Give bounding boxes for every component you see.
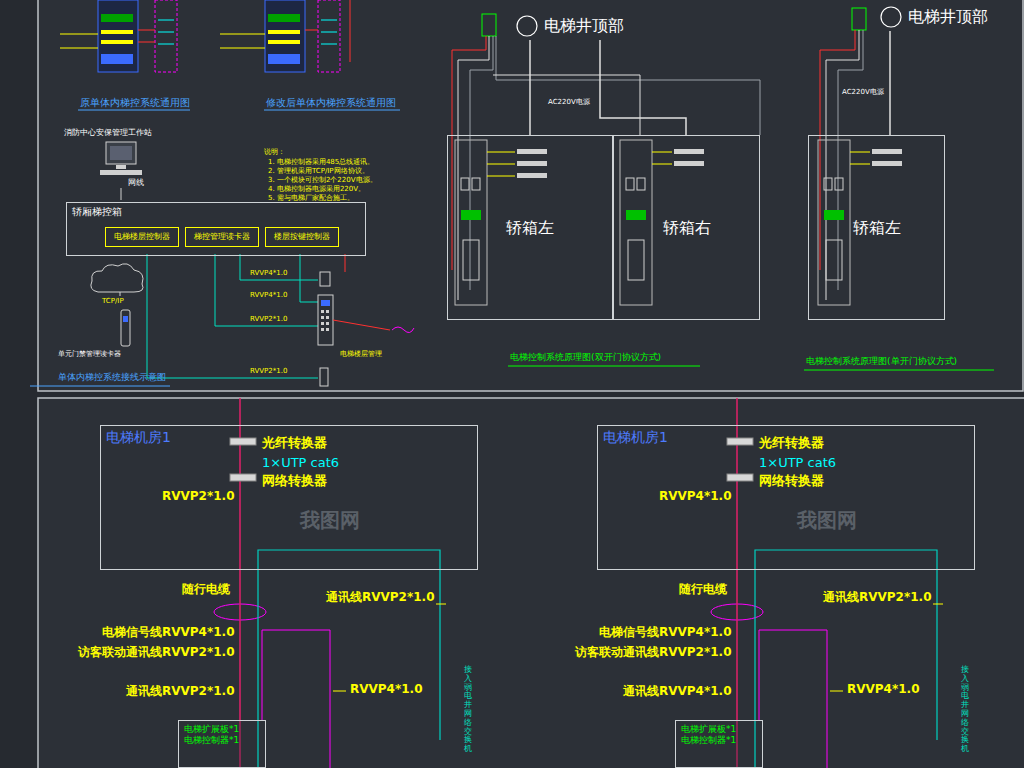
- wire-label: 1×UTP cat6: [262, 455, 339, 471]
- note-line: 4. 电梯控制器电源采用220V。: [268, 185, 365, 193]
- wire-label: 通讯线RVVP2*1.0: [126, 684, 235, 698]
- top-panel: [38, 0, 1023, 391]
- wire-label: 访客联动通讯线RVVP2*1.0: [78, 645, 235, 659]
- wire-label: RVVP4*1.0: [847, 682, 920, 696]
- cable-line: [529, 40, 531, 135]
- wire-label: 通讯线RVVP2*1.0: [326, 590, 435, 604]
- cable-label: 随行电缆: [677, 582, 729, 596]
- room-wiring: [214, 398, 943, 768]
- shaft-top-marker: 电梯井顶部: [512, 12, 642, 40]
- device-label: 网线: [128, 178, 144, 188]
- wire-label: AC220V电源: [548, 98, 590, 106]
- wire-label: 电梯楼层管理: [340, 350, 382, 358]
- wire-label: 单元门禁管理读卡器: [58, 350, 121, 358]
- circle-symbol: [880, 6, 902, 28]
- node-text: 电梯楼层控制器: [114, 232, 170, 242]
- node-text: 电梯扩展板*1: [184, 724, 260, 735]
- wire-label: 访客联动通讯线RVVP2*1.0: [575, 645, 732, 659]
- cable-line: [239, 570, 241, 720]
- module-box: 电梯楼层控制器: [105, 227, 179, 247]
- circle-symbol: [516, 15, 538, 37]
- wire-label: 网络转换器: [759, 473, 824, 489]
- wire-label: RVVP4*1.0: [250, 269, 287, 277]
- note-line: 2. 管理机采用TCP/IP网络协议。: [268, 167, 369, 175]
- controller-box: 电梯扩展板*1电梯控制器*1: [675, 720, 763, 768]
- node-text: 轿箱右: [663, 218, 711, 237]
- wire-label: 单体内梯控系统接线示意图: [58, 372, 166, 383]
- system-wiring: [30, 142, 414, 386]
- cabin-box: 轿箱左: [447, 135, 613, 320]
- wire-label: 电梯信号线RVVP4*1.0: [599, 625, 732, 639]
- wire-label: RVVP4*1.0: [350, 682, 423, 696]
- cable-line: [736, 570, 738, 720]
- node-text: 轿箱左: [853, 218, 901, 237]
- watermark: 我图网: [797, 508, 857, 532]
- node-text: 楼层按键控制器: [274, 232, 330, 242]
- wire-label: RVVP2*1.0: [250, 367, 287, 375]
- wire-label: 光纤转换器: [759, 435, 824, 451]
- wire-label: 网络转换器: [262, 473, 327, 489]
- node-text: 电梯控制器*1: [681, 735, 757, 746]
- wire-label: 1×UTP cat6: [759, 455, 836, 471]
- cable-line: [600, 40, 686, 135]
- circle-outline: [881, 7, 901, 27]
- wire-label: 通讯线RVVP4*1.0: [623, 684, 732, 698]
- node-text: 轿箱左: [506, 218, 554, 237]
- heading: 修改后单体内梯控系统通用图: [266, 97, 396, 109]
- control-cabinet: 轿厢梯控箱电梯楼层控制器 梯控管理读卡器 楼层按键控制器: [66, 202, 366, 256]
- module-box: 楼层按键控制器: [265, 227, 339, 247]
- node-text: 电梯井顶部: [908, 7, 988, 26]
- shaft-top-marker: 电梯井顶部: [876, 3, 1016, 31]
- note-line: 5. 需与电梯厂家配合施工。: [268, 194, 354, 202]
- node-text: 电梯控制器*1: [184, 735, 260, 746]
- mini-diagram: [60, 0, 400, 110]
- note-line: 3. 一个模块可控制2个220V电源。: [268, 176, 377, 184]
- node-text: 梯控管理读卡器: [194, 232, 250, 242]
- wire-label: 光纤转换器: [262, 435, 327, 451]
- wire-label: RVVP2*1.0: [250, 315, 287, 323]
- node-text: 轿厢梯控箱: [72, 206, 360, 218]
- note-heading: 说明：: [264, 148, 285, 156]
- device-label: 消防中心安保管理工作站: [64, 128, 152, 138]
- wire-label: 通讯线RVVP2*1.0: [823, 590, 932, 604]
- bottom-panel: [38, 398, 1024, 768]
- wire-label: AC220V电源: [842, 88, 884, 96]
- controller-box: 电梯扩展板*1电梯控制器*1: [178, 720, 266, 768]
- wire-label: 电梯信号线RVVP4*1.0: [102, 625, 235, 639]
- wire-label: 电梯控制系统原理图(双开门协议方式): [510, 352, 661, 363]
- cabin-box: 轿箱左: [808, 135, 945, 320]
- wire-label: 电梯控制系统原理图(单开门协议方式): [806, 356, 957, 367]
- wire-label: 接入弱电井网络交换机: [464, 666, 472, 754]
- node-text: 电梯井顶部: [544, 16, 624, 35]
- wire-label: TCP/IP: [102, 297, 124, 305]
- module-box: 梯控管理读卡器: [185, 227, 259, 247]
- cable-label: 随行电缆: [180, 582, 232, 596]
- node-text: 电梯扩展板*1: [681, 724, 757, 735]
- wire-label: RVVP4*1.0: [659, 489, 732, 503]
- cabin-equipment: [452, 8, 994, 370]
- circle-outline: [517, 16, 537, 36]
- wire-label: RVVP2*1.0: [162, 489, 235, 503]
- cable-line: [889, 31, 891, 135]
- heading: 原单体内梯控系统通用图: [80, 97, 190, 109]
- cabin-box: 轿箱右: [613, 135, 760, 320]
- wire-label: RVVP4*1.0: [250, 291, 287, 299]
- wire-label: 接入弱电井网络交换机: [961, 666, 969, 754]
- note-line: 1. 电梯控制器采用485总线通讯。: [268, 158, 374, 166]
- watermark: 我图网: [300, 508, 360, 532]
